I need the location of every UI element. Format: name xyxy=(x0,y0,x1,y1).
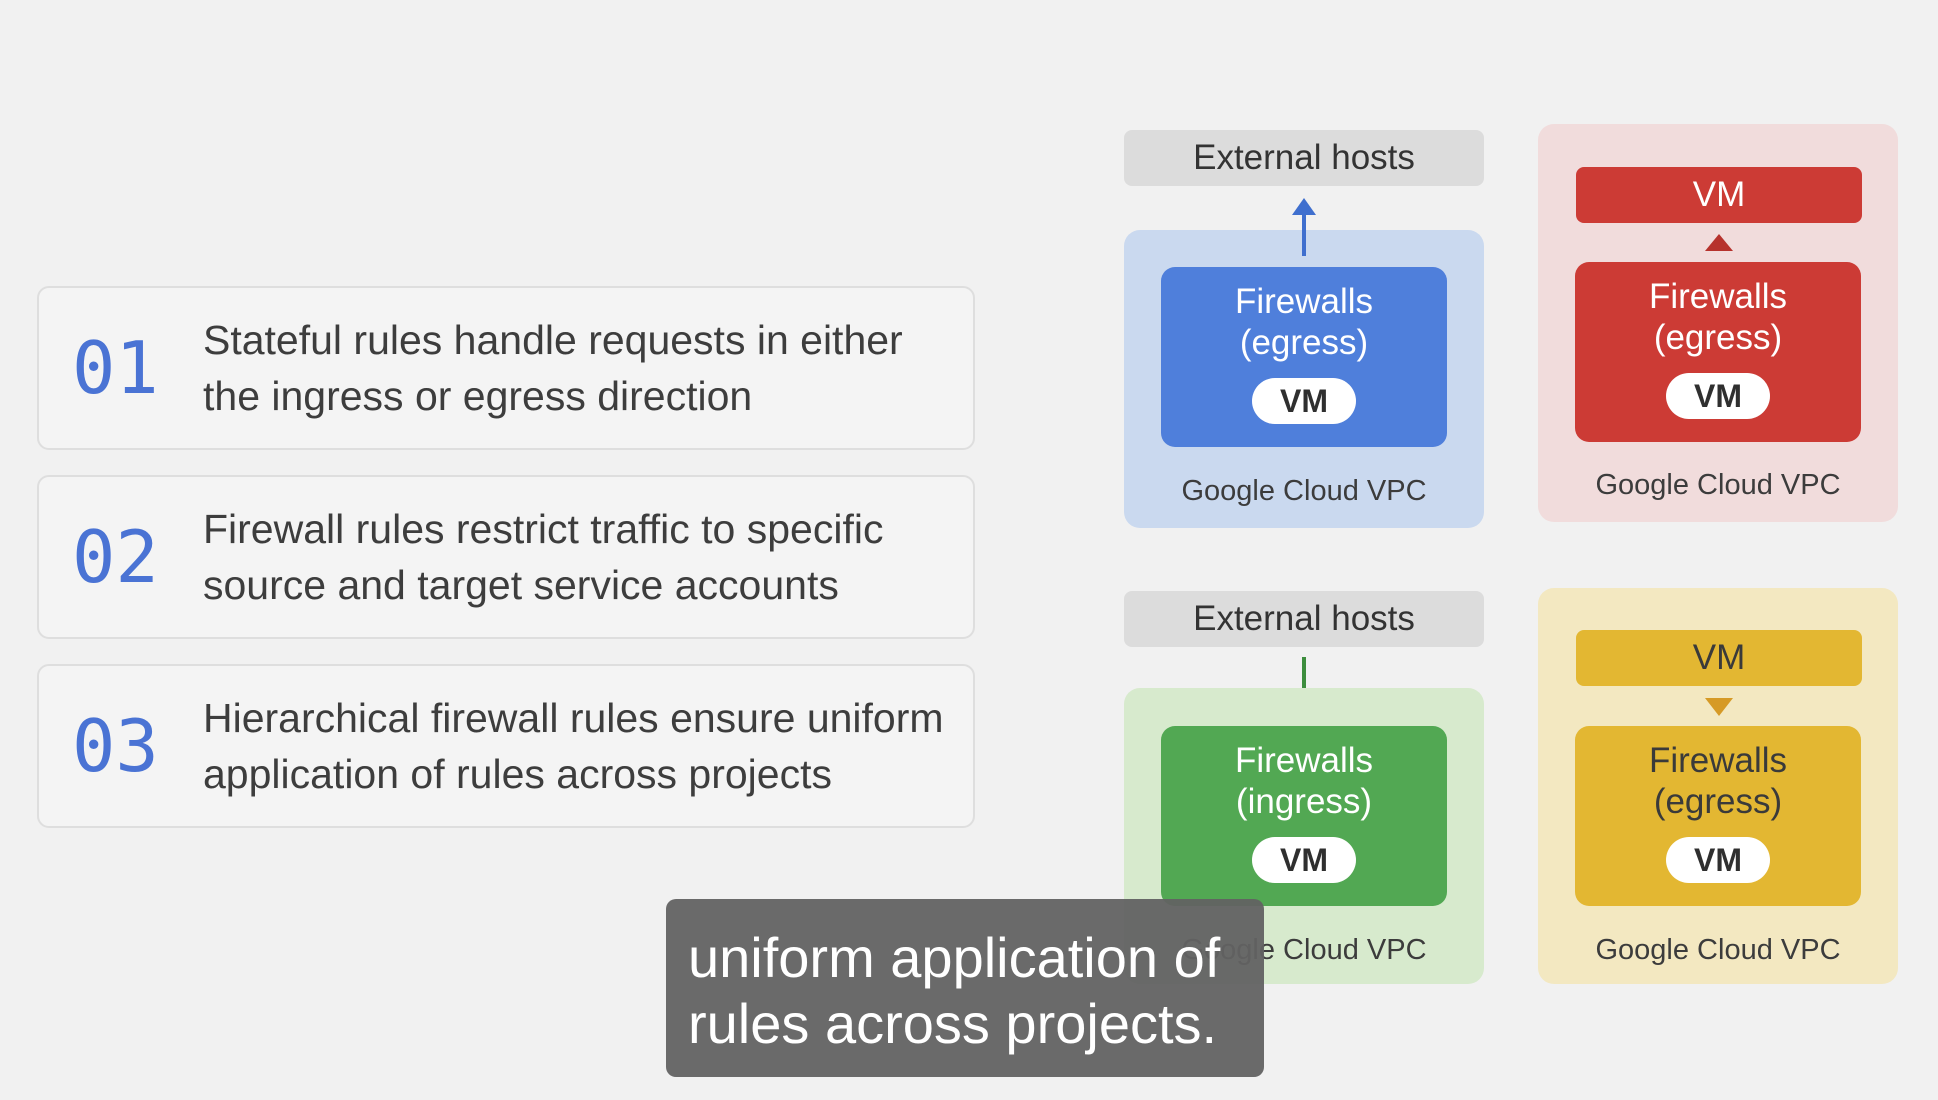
firewall-direction-label: (egress) xyxy=(1239,323,1369,362)
item-card-3: 03 Hierarchical firewall rules ensure un… xyxy=(37,664,975,828)
diagram-ingress-external-green: External hosts Firewalls (ingress) VM Go… xyxy=(1124,591,1484,984)
diagram-egress-vm-red: VM Firewalls (egress) VM Google Cloud VP… xyxy=(1538,124,1898,522)
item-number: 02 xyxy=(72,515,159,599)
vpc-label: Google Cloud VPC xyxy=(1595,934,1841,966)
item-number: 03 xyxy=(72,704,159,788)
firewall-label: Firewalls xyxy=(1648,741,1788,780)
firewall-label: Firewalls xyxy=(1648,277,1788,316)
external-hosts-label: External hosts xyxy=(1124,591,1484,647)
arrow-up-icon xyxy=(1292,198,1316,256)
arrow-down-icon xyxy=(1705,698,1733,716)
item-card-1: 01 Stateful rules handle requests in eit… xyxy=(37,286,975,450)
firewall-label: Firewalls xyxy=(1234,741,1374,780)
video-caption: uniform application of rules across proj… xyxy=(666,899,1264,1077)
arrow-up-icon xyxy=(1705,234,1733,251)
item-text: Firewall rules restrict traffic to speci… xyxy=(203,477,953,637)
item-text-line: Hierarchical firewall rules ensure unifo… xyxy=(203,695,944,741)
diagram-egress-vm-yellow: VM Firewalls (egress) VM Google Cloud VP… xyxy=(1538,588,1898,984)
vpc-label: Google Cloud VPC xyxy=(1595,469,1841,501)
item-text: Stateful rules handle requests in either… xyxy=(203,288,953,448)
item-text-line: Stateful rules handle requests in either xyxy=(203,317,903,363)
item-text-line: application of rules across projects xyxy=(203,751,832,797)
caption-line: rules across projects. xyxy=(688,992,1218,1055)
external-hosts-label: External hosts xyxy=(1124,130,1484,186)
item-number: 01 xyxy=(72,326,159,410)
vm-pill: VM xyxy=(1252,378,1356,424)
vpc-label: Google Cloud VPC xyxy=(1181,475,1427,507)
vm-target-label: VM xyxy=(1576,167,1862,223)
firewall-ingress-box: Firewalls (ingress) VM xyxy=(1161,726,1447,906)
item-text-line: Firewall rules restrict traffic to speci… xyxy=(203,506,884,552)
firewall-egress-box: Firewalls (egress) VM xyxy=(1161,267,1447,447)
firewall-egress-box: Firewalls (egress) VM xyxy=(1575,726,1861,906)
vm-pill: VM xyxy=(1252,837,1356,883)
item-text: Hierarchical firewall rules ensure unifo… xyxy=(203,666,953,826)
firewall-label: Firewalls xyxy=(1234,282,1374,321)
caption-line: uniform application of xyxy=(688,926,1221,989)
diagram-egress-external-blue: External hosts Firewalls (egress) VM Goo… xyxy=(1124,130,1484,528)
firewall-direction-label: (egress) xyxy=(1653,318,1783,357)
item-text-line: source and target service accounts xyxy=(203,562,839,608)
vm-pill: VM xyxy=(1666,373,1770,419)
item-text-line: the ingress or egress direction xyxy=(203,373,753,419)
vm-source-label: VM xyxy=(1576,630,1862,686)
firewall-egress-box: Firewalls (egress) VM xyxy=(1575,262,1861,442)
firewall-direction-label: (ingress) xyxy=(1235,782,1373,821)
firewall-direction-label: (egress) xyxy=(1653,782,1783,821)
item-card-2: 02 Firewall rules restrict traffic to sp… xyxy=(37,475,975,639)
vm-pill: VM xyxy=(1666,837,1770,883)
